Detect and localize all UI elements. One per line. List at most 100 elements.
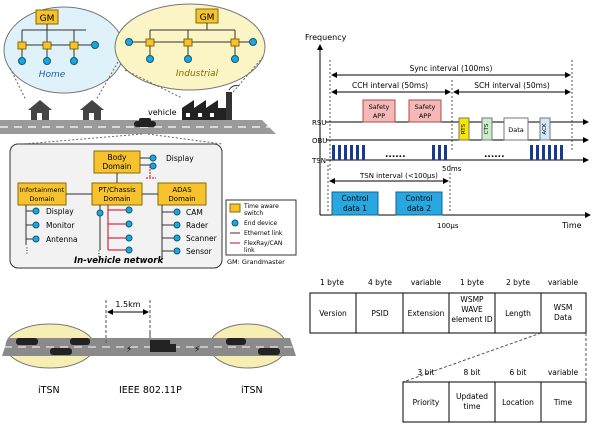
svg-text:WAVE: WAVE [461, 305, 483, 314]
svg-text:ADAS: ADAS [172, 186, 192, 194]
svg-text:RTS: RTS [461, 123, 467, 134]
svg-text:Length: Length [505, 309, 531, 318]
svg-text:Time aware: Time aware [243, 203, 279, 210]
svg-text:Safety: Safety [415, 103, 436, 111]
svg-text:Control: Control [405, 194, 432, 203]
industrial-network: GM Industrial [114, 3, 266, 91]
gm-label-industrial: GM [200, 13, 215, 23]
row-rsu: RSU [312, 119, 326, 127]
svg-text:Domain: Domain [29, 195, 54, 203]
ieee-label: IEEE 802.11P [119, 385, 182, 396]
svg-text:......: ...... [484, 150, 505, 160]
svg-text:⚡: ⚡ [126, 345, 132, 355]
ptchassis-domain: PT/Chassis Domain [91, 182, 143, 206]
svg-text:Safety: Safety [369, 103, 390, 111]
itsn-road: ⚡ ⚡ 1.5km iTSN IEEE 802.11P iTSN [2, 300, 296, 396]
sch-interval: SCH interval (50ms) [474, 81, 550, 90]
house-icon [28, 100, 52, 120]
factory-icon [182, 85, 240, 122]
svg-text:1 byte: 1 byte [460, 278, 484, 287]
svg-text:⋮: ⋮ [158, 255, 166, 264]
sync-interval: Sync interval (100ms) [410, 64, 493, 73]
svg-text:......: ...... [385, 150, 406, 160]
tsn-interval: TSN interval (<100μs) [359, 172, 438, 180]
legend: Time aware switch End device Ethernet li… [225, 199, 297, 266]
frequency-label: Frequency [305, 33, 347, 42]
svg-text:End device: End device [244, 220, 277, 227]
time-label: Time [561, 221, 582, 230]
itsn-right-label: iTSN [241, 385, 263, 396]
distance-label: 1.5km [115, 300, 140, 309]
adas-domain: ADAS Domain [157, 182, 207, 206]
svg-text:2 byte: 2 byte [506, 278, 530, 287]
svg-text:APP: APP [419, 112, 431, 120]
vehicle-label: vehicle [148, 108, 177, 117]
svg-text:variable: variable [548, 368, 579, 377]
truck-icon [150, 340, 170, 352]
svg-text:ACK: ACK [542, 123, 548, 135]
car-icon [134, 118, 156, 127]
house-icon [80, 100, 104, 120]
svg-text:FlexRay/CAN: FlexRay/CAN [244, 240, 282, 247]
in-vehicle-label: In-vehicle network [74, 256, 164, 266]
in-vehicle-network-box [9, 143, 223, 269]
svg-text:element ID: element ID [451, 315, 493, 324]
row-tsn: TSN [311, 157, 326, 165]
ptchassis-devices: ⋮ [95, 205, 133, 258]
svg-text:8 bit: 8 bit [464, 368, 481, 377]
svg-text:switch: switch [244, 210, 263, 217]
svg-text:6 bit: 6 bit [510, 368, 527, 377]
svg-text:Control: Control [341, 194, 368, 203]
svg-text:Version: Version [319, 309, 347, 318]
svg-text:Location: Location [502, 398, 534, 407]
svg-text:time: time [464, 402, 481, 411]
svg-text:APP: APP [373, 112, 385, 120]
t-100us: 100μs [437, 222, 459, 230]
svg-text:Antenna: Antenna [46, 235, 78, 244]
svg-text:Scanner: Scanner [186, 234, 218, 243]
svg-text:Updated: Updated [456, 392, 488, 401]
wsm-format: 1 byte 4 byte variable 1 byte 2 byte var… [309, 278, 587, 423]
svg-text:link: link [244, 247, 255, 254]
svg-text:WSMP: WSMP [460, 295, 484, 304]
svg-text:⋮: ⋮ [23, 246, 31, 255]
svg-text:WSM: WSM [554, 303, 573, 312]
gm-label-home: GM [40, 14, 55, 24]
svg-text:⋮: ⋮ [95, 249, 103, 258]
row-obu: OBU [312, 137, 327, 145]
svg-text:PT/Chassis: PT/Chassis [98, 186, 136, 194]
svg-text:variable: variable [411, 278, 442, 287]
svg-text:Data: Data [554, 313, 572, 322]
svg-text:4 byte: 4 byte [368, 278, 392, 287]
svg-text:Display: Display [46, 207, 74, 216]
cch-interval: CCH interval (50ms) [352, 81, 428, 90]
svg-text:Body: Body [108, 153, 127, 162]
svg-text:data 2: data 2 [407, 204, 431, 213]
svg-text:⚡: ⚡ [194, 345, 200, 355]
infotainment-devices: Display Monitor Antenna ⋮ [23, 205, 78, 255]
home-label: Home [39, 70, 66, 80]
svg-text:Domain: Domain [168, 195, 195, 203]
svg-text:CTS: CTS [484, 123, 490, 134]
svg-text:Data: Data [508, 126, 524, 134]
timing-diagram: Frequency Time Sync interval (100ms) CCH… [305, 33, 591, 230]
itsn-left-label: iTSN [38, 385, 60, 396]
svg-text:variable: variable [548, 278, 579, 287]
svg-text:Time: Time [553, 398, 573, 407]
svg-text:3 bit: 3 bit [418, 368, 435, 377]
svg-text:Priority: Priority [413, 398, 440, 407]
adas-devices: CAM Rader Scanner Sensor ⋮ [158, 205, 218, 264]
svg-text:1 byte: 1 byte [320, 278, 344, 287]
zoom-lines [9, 56, 264, 101]
t-50ms: 50ms [442, 165, 462, 173]
body-domain: Body Domain [93, 150, 141, 174]
svg-text:data 1: data 1 [343, 204, 367, 213]
svg-text:PSID: PSID [371, 309, 388, 318]
svg-text:Extension: Extension [408, 309, 445, 318]
home-network: GM Home [3, 6, 125, 94]
svg-text:Domain: Domain [102, 162, 131, 171]
svg-text:Domain: Domain [103, 195, 130, 203]
body-display-label: Display [166, 154, 194, 163]
gm-note: GM: Grandmaster [227, 258, 285, 266]
